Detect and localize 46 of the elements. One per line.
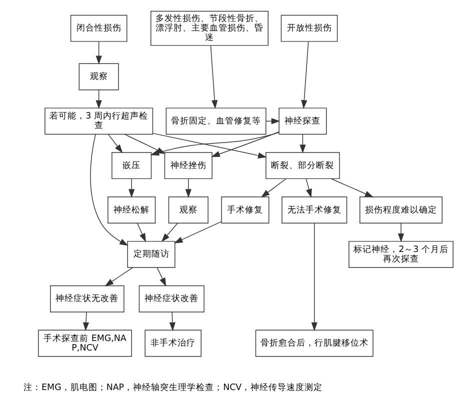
node-box: 标记神经，2～3 个月后再次探查 xyxy=(348,240,454,268)
node-box: 无法手术修复 xyxy=(282,196,348,224)
arrow xyxy=(152,132,267,158)
node-box: 观察 xyxy=(168,196,208,224)
node-box: 神经松解 xyxy=(108,196,156,224)
label: 注：EMG，肌电图；NAP，神经轴突生理学检查；NCV，神经传导速度测定 xyxy=(24,382,323,393)
arrow xyxy=(128,178,135,198)
arrow xyxy=(174,221,222,244)
arrow xyxy=(169,312,176,332)
arrow xyxy=(306,178,312,198)
node-box: 若可能，3 周内行超声检查 xyxy=(44,108,154,135)
arrow xyxy=(136,222,146,242)
arrow xyxy=(211,131,280,157)
arrow xyxy=(260,178,286,198)
arrow xyxy=(311,222,318,332)
node-box: 手术探查前 EMG,NAP,NCV xyxy=(38,330,132,357)
arrow xyxy=(96,90,102,109)
node-box: 开放性损伤 xyxy=(280,14,338,42)
arrow xyxy=(108,134,123,154)
node-box: 骨折愈合后，行肌腱移位术 xyxy=(255,330,374,357)
arrow xyxy=(90,134,128,246)
node-box: 手术修复 xyxy=(221,196,270,224)
node-box: 断裂、部分断裂 xyxy=(266,152,340,180)
arrow xyxy=(104,267,134,286)
node-box: 骨折固定、血管修复等 xyxy=(166,108,266,135)
node-box: 非手术治疗 xyxy=(144,330,202,357)
node-box: 定期随访 xyxy=(127,240,176,268)
node-box: 神经症状改善 xyxy=(138,285,204,312)
arrow xyxy=(210,45,218,109)
node-box: 神经挫伤 xyxy=(164,152,212,180)
arrow xyxy=(398,222,404,242)
node-box: 神经症状无改善 xyxy=(50,285,124,312)
arrow xyxy=(300,134,306,154)
arrow xyxy=(161,222,178,242)
node-box: 多发性损伤、节段性骨折、漂浮肘、主要血管损伤、昏迷 xyxy=(150,10,268,46)
arrow xyxy=(185,178,192,198)
node-box: 损伤程度难以确定 xyxy=(360,196,443,224)
arrow xyxy=(156,267,166,287)
arrow xyxy=(82,312,90,332)
node-box: 观察 xyxy=(78,63,119,90)
arrow xyxy=(301,41,309,109)
node-box: 神经探查 xyxy=(278,108,327,135)
arrow xyxy=(330,178,374,198)
node-box: 嵌压 xyxy=(112,152,152,180)
node-box: 闭合性损伤 xyxy=(70,14,128,42)
arrow xyxy=(96,41,102,64)
